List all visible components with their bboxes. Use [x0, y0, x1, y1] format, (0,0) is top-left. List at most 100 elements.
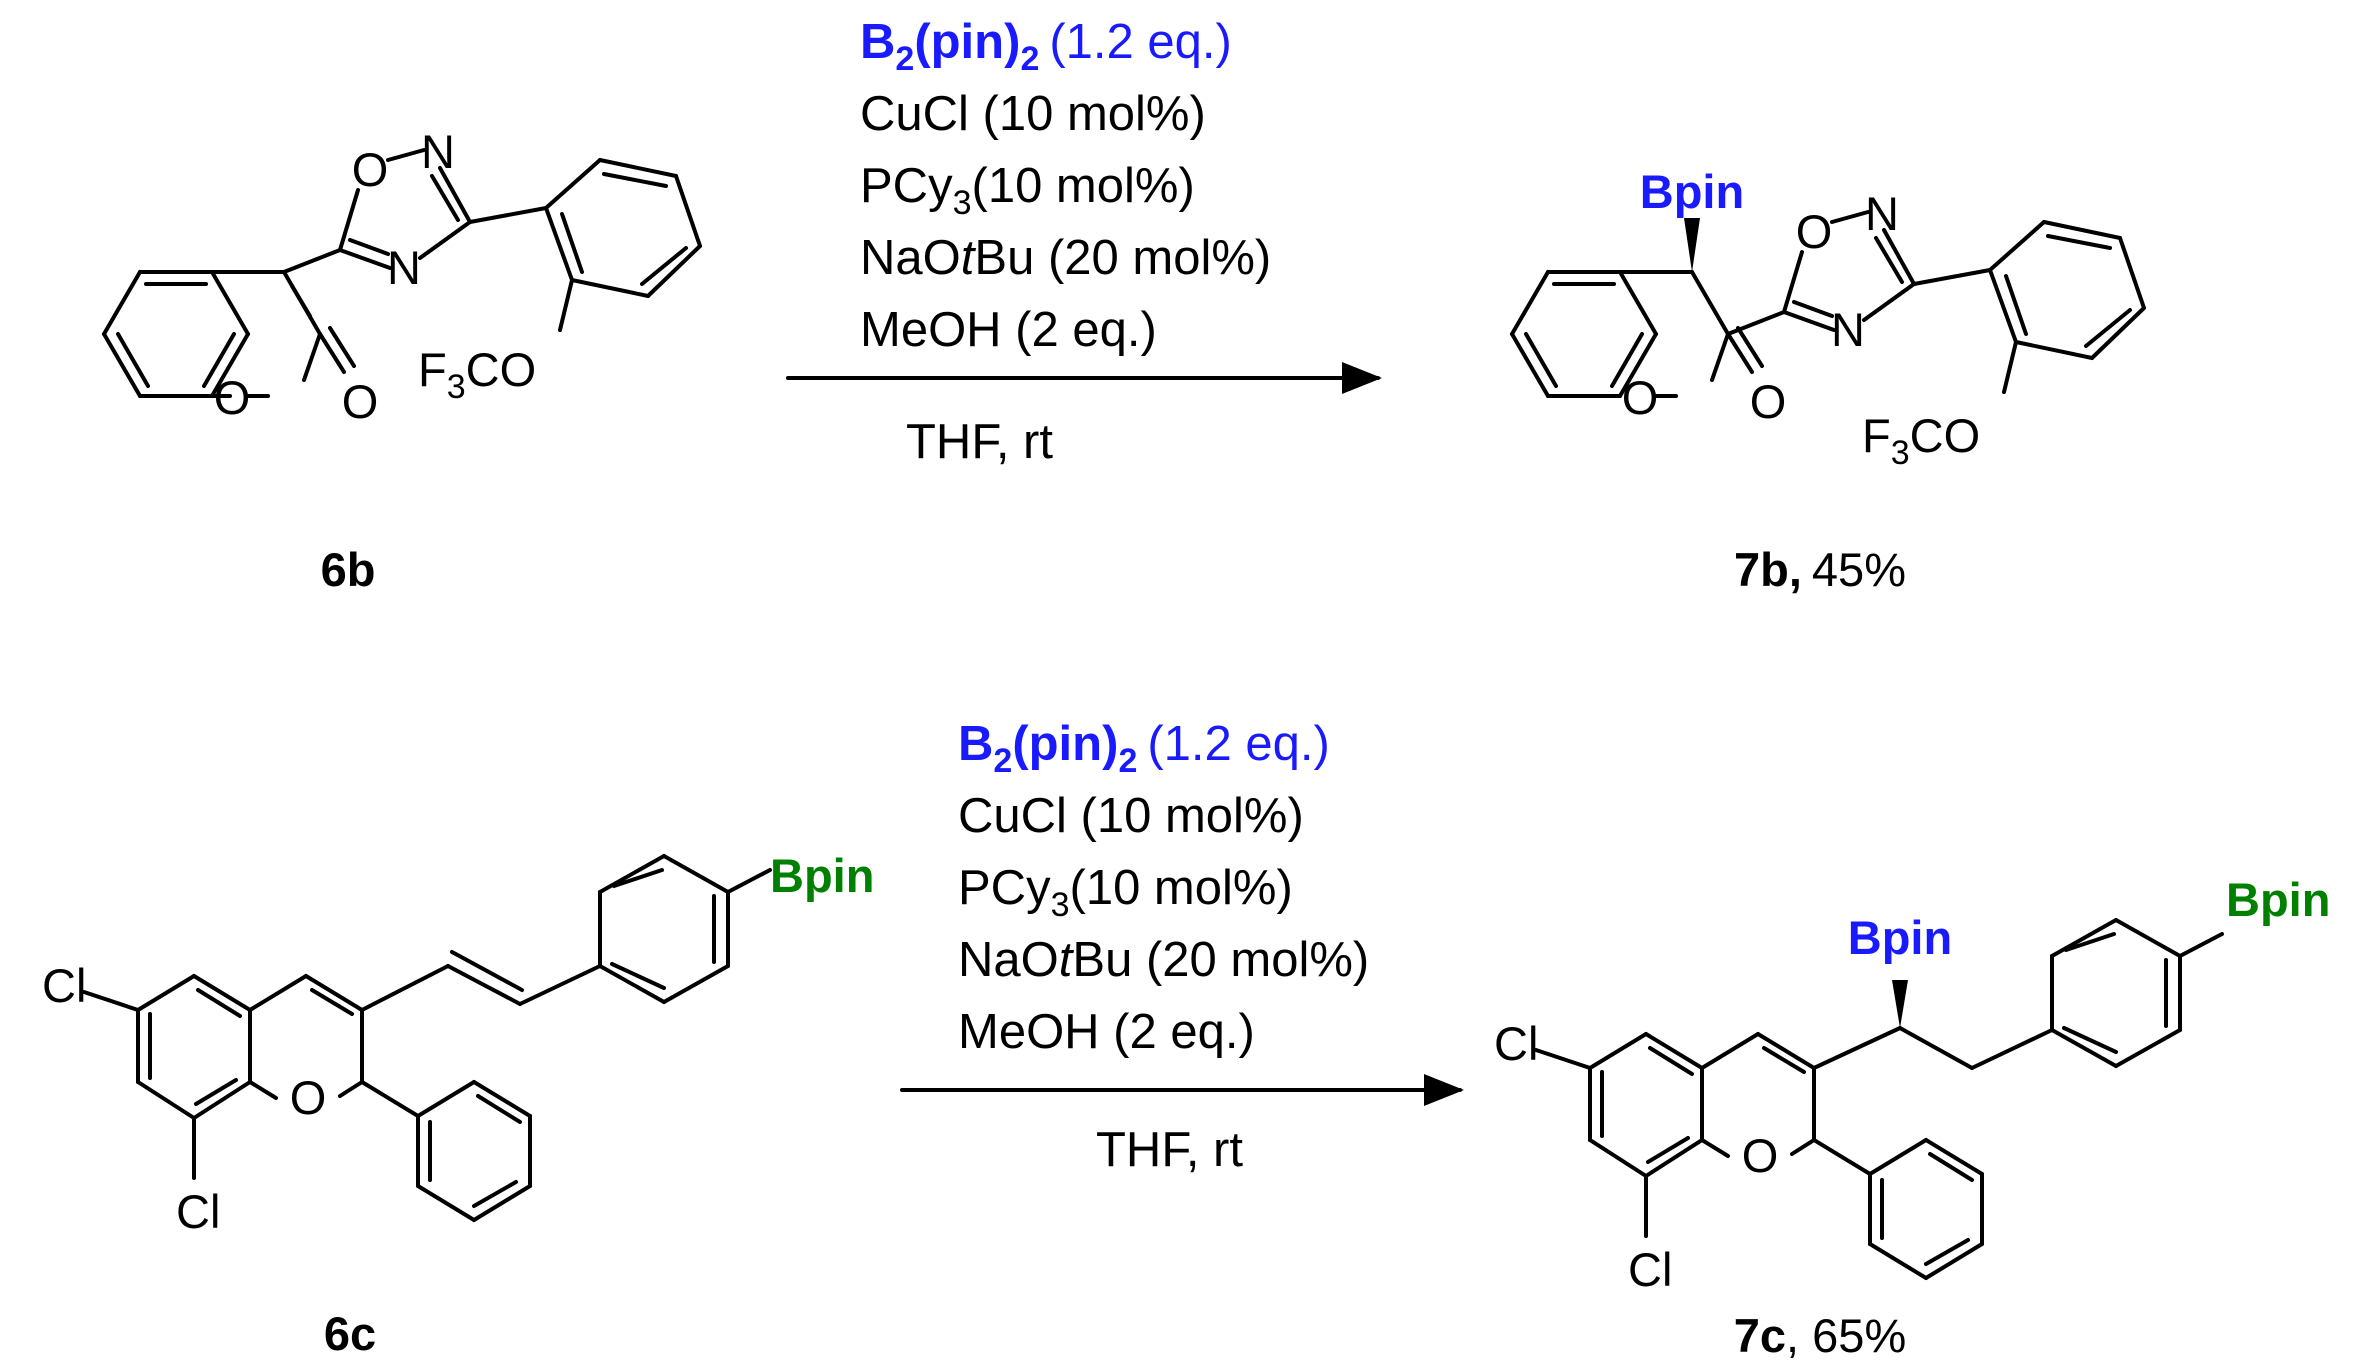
- solvent: THF, rt: [906, 415, 1053, 469]
- bond: [472, 1080, 532, 1118]
- bond: [560, 212, 584, 274]
- atom-N: N: [1865, 187, 1899, 240]
- bond: [1924, 1138, 1984, 1176]
- bond: [194, 1078, 238, 1106]
- bond: [662, 854, 730, 894]
- atom-Cl: Cl: [176, 1185, 220, 1238]
- bond: [1510, 270, 1550, 336]
- bond: [1762, 1046, 1806, 1074]
- bond: [210, 270, 250, 336]
- bond: [674, 174, 702, 248]
- bond: [1924, 1238, 1970, 1266]
- bond: [2050, 918, 2118, 958]
- bond: [418, 220, 472, 260]
- bond: [1726, 310, 1786, 336]
- bpin-stereo: Bpin: [1848, 911, 1952, 964]
- bond: [416, 1080, 476, 1118]
- bond: [1710, 332, 1730, 382]
- bond: [1700, 1032, 1760, 1070]
- bond: [1868, 1138, 1928, 1176]
- bond: [302, 332, 322, 382]
- atom-O: O: [1796, 205, 1833, 258]
- bond: [640, 246, 688, 286]
- atom-Cl: Cl: [1628, 1243, 1672, 1296]
- bond: [1524, 332, 1558, 388]
- bond: [310, 988, 354, 1016]
- atom-O: O: [290, 1071, 327, 1124]
- bond: [2118, 236, 2146, 310]
- bond: [472, 1180, 518, 1208]
- bond: [1588, 1138, 1648, 1178]
- bond: [1812, 1026, 1902, 1070]
- bond: [1736, 326, 1764, 368]
- bond: [348, 238, 390, 256]
- bond: [360, 964, 450, 1012]
- ligand: PCy3(10 mol%): [860, 159, 1195, 222]
- compound-label-6c: 6c: [324, 1307, 376, 1360]
- bpin-aryl: Bpin: [2226, 873, 2330, 926]
- bond: [598, 158, 678, 178]
- molecule-6c: Cl Cl O Bpin: [42, 849, 874, 1238]
- bond: [2114, 1028, 2182, 1068]
- bond: [472, 1184, 532, 1222]
- bond: [82, 990, 140, 1012]
- bond: [1868, 1242, 1928, 1280]
- atom-N: N: [387, 241, 421, 294]
- bond: [1874, 236, 1904, 284]
- bond: [1898, 1026, 1974, 1070]
- bond: [1648, 1046, 1694, 1076]
- bond: [2090, 306, 2146, 360]
- atom-O: O: [352, 143, 389, 196]
- bond: [1912, 268, 1992, 286]
- bond: [1782, 310, 1836, 332]
- ligand: PCy3(10 mol%): [958, 861, 1293, 924]
- atom-O: O: [1750, 375, 1787, 428]
- bond: [2002, 340, 2018, 394]
- ocf3-group: F3CO: [418, 343, 536, 406]
- bond: [328, 326, 356, 368]
- bond: [416, 1184, 476, 1222]
- wedge-bond: [1892, 980, 1908, 1028]
- molecule-6b: O O O N N F3CO: [102, 125, 702, 428]
- atom-N: N: [1831, 303, 1865, 356]
- bond: [1790, 1138, 1816, 1156]
- bond: [1988, 220, 2046, 272]
- bond: [1830, 210, 1870, 224]
- bond: [1700, 1138, 1730, 1158]
- catalyst: CuCl (10 mol%): [860, 87, 1206, 141]
- atom-O: O: [1742, 1129, 1779, 1182]
- bond: [1646, 1136, 1690, 1164]
- bond: [210, 332, 250, 398]
- bond: [1588, 1032, 1648, 1070]
- bond: [1644, 1138, 1704, 1178]
- bond: [1610, 332, 1644, 388]
- atom-O: O: [1622, 371, 1659, 424]
- bond: [1882, 228, 1916, 286]
- bond: [1690, 270, 1730, 336]
- bond: [518, 964, 602, 1006]
- bond: [102, 270, 142, 336]
- bond: [1618, 270, 1658, 336]
- bond: [2004, 274, 2028, 336]
- bond: [430, 174, 460, 222]
- bond: [2050, 1028, 2118, 1068]
- bond: [1510, 332, 1550, 398]
- additive: MeOH (2 eq.): [860, 303, 1157, 357]
- bond: [1726, 332, 1754, 374]
- bond: [290, 284, 312, 318]
- bond: [360, 1080, 420, 1118]
- bond: [2114, 918, 2182, 958]
- bond: [598, 964, 666, 1004]
- bond: [1644, 1032, 1704, 1070]
- bond: [338, 248, 392, 270]
- bond: [1782, 250, 1804, 314]
- reagent-b2pin2: B2(pin)2(1.2 eq.): [860, 15, 1232, 78]
- bond: [1812, 1138, 1872, 1176]
- atom-Cl: Cl: [42, 959, 86, 1012]
- bond: [544, 206, 574, 282]
- bond: [2084, 308, 2132, 348]
- bond: [2046, 234, 2112, 250]
- bond: [646, 244, 702, 298]
- bond: [438, 166, 472, 224]
- bond: [1924, 1242, 1984, 1280]
